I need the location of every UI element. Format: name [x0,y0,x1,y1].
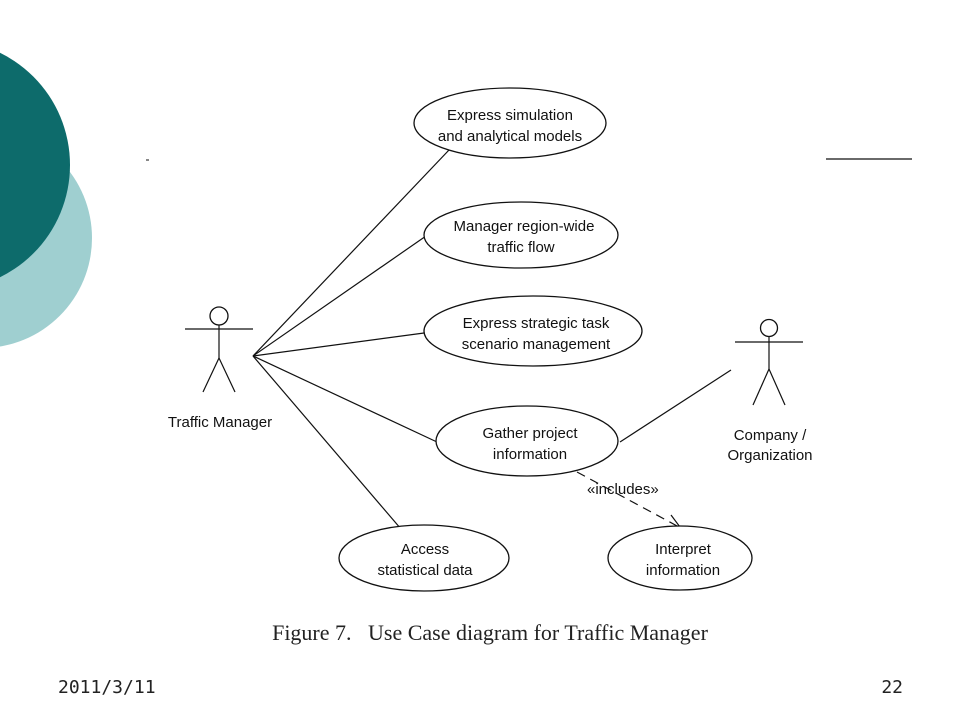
associations [252,149,732,530]
svg-text:scenario management: scenario management [462,336,611,353]
association-strategic-task [252,332,425,357]
association-gather-info [252,355,438,443]
use-case-gather-info: Gather project information [435,405,619,477]
use-case-manage-traffic: Manager region-wide traffic flow [423,201,619,269]
svg-text:Manager region-wide: Manager region-wide [454,218,595,235]
traffic-manager-actor: Traffic Manager [168,306,272,431]
svg-text:statistical data: statistical data [377,562,473,579]
company-label: Company / [734,427,807,444]
svg-text:traffic flow: traffic flow [487,239,554,256]
use-case-strategic-task: Express strategic task scenario manageme… [423,295,643,367]
svg-text:information: information [493,446,567,463]
association-company-gather [619,369,732,443]
svg-text:information: information [646,562,720,579]
association-express-simulation [252,149,450,357]
svg-text:Access: Access [401,541,449,558]
organization-label: Organization [727,447,812,464]
use-case-express-simulation: Express simulation and analytical models [413,87,607,159]
company-actor: Company / Organization [727,318,813,464]
includes-label: «includes» [587,481,659,498]
actor-head-icon [209,306,229,326]
actor-head-icon [759,318,779,338]
svg-text:Express simulation: Express simulation [447,107,573,124]
svg-text:Express strategic task: Express strategic task [463,315,610,332]
svg-text:Interpret: Interpret [655,541,712,558]
includes-arrow [576,471,680,528]
traffic-manager-label: Traffic Manager [168,414,272,431]
footer-page-number: 22 [881,677,903,698]
svg-text:and analytical models: and analytical models [438,128,582,145]
svg-text:Gather project: Gather project [482,425,578,442]
association-access-data [252,355,402,530]
figure-caption: Figure 7. Use Case diagram for Traffic M… [272,620,708,645]
use-case-access-data: Access statistical data [338,524,510,592]
association-manage-traffic [252,235,427,357]
footer-date: 2011/3/11 [58,677,156,698]
dark-teal-circle [0,52,70,278]
use-case-interpret-info: Interpret information [607,525,753,591]
